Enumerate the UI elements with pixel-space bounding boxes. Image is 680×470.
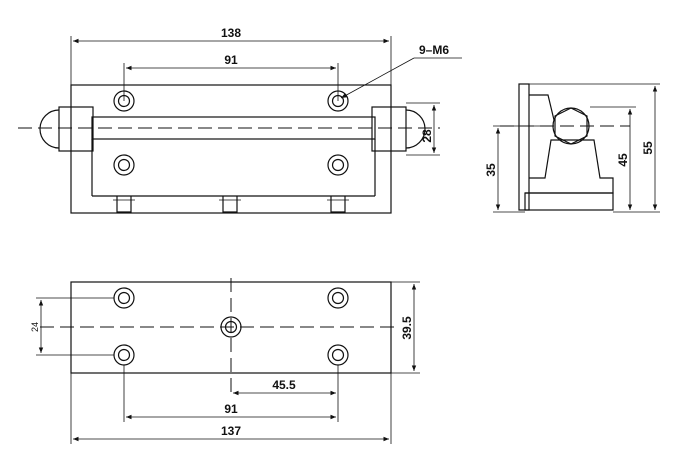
top-view: 24 39.5 45.5 91 137 xyxy=(30,278,420,444)
front-shaft-bar xyxy=(91,116,376,140)
front-pin-2 xyxy=(219,196,241,213)
thread-leader-line xyxy=(340,57,415,99)
top-hole-bottom-left xyxy=(113,344,135,366)
front-base-plate xyxy=(70,84,392,214)
top-hole-top-right xyxy=(327,287,349,309)
front-hole-bottom-right xyxy=(327,154,349,176)
side-support-body xyxy=(525,139,614,194)
top-hole-bottom-right xyxy=(327,344,349,366)
front-left-dome-cap xyxy=(39,109,60,149)
dim-55-label: 55 xyxy=(641,141,655,155)
dim-137-label: 137 xyxy=(221,424,241,438)
front-view: 138 91 9–M6 28 xyxy=(18,26,462,214)
dim-28-label: 28 xyxy=(420,129,434,143)
dim-138-label: 138 xyxy=(221,26,241,40)
side-view: 35 45 55 xyxy=(484,83,660,213)
side-base-block xyxy=(524,192,614,211)
dim-39-5-label: 39.5 xyxy=(400,316,414,340)
dim-45-label: 45 xyxy=(616,153,630,167)
front-pin-3 xyxy=(327,196,349,213)
front-right-end-block xyxy=(371,106,407,152)
dim-24-label: 24 xyxy=(30,322,40,332)
top-hole-center xyxy=(220,316,242,338)
front-left-end-block xyxy=(58,106,94,152)
dim-91-label: 91 xyxy=(224,53,238,67)
dim-45-5-label: 45.5 xyxy=(272,378,296,392)
thread-callout-label: 9–M6 xyxy=(419,43,449,57)
front-right-dome-cap xyxy=(405,109,426,149)
front-hole-bottom-left xyxy=(113,154,135,176)
dim-35-label: 35 xyxy=(484,163,498,177)
dim-91b-label: 91 xyxy=(224,402,238,416)
side-vertical-plate xyxy=(518,83,530,211)
top-hole-top-left xyxy=(113,287,135,309)
front-pin-1 xyxy=(113,196,135,213)
side-upper-body xyxy=(529,94,555,121)
